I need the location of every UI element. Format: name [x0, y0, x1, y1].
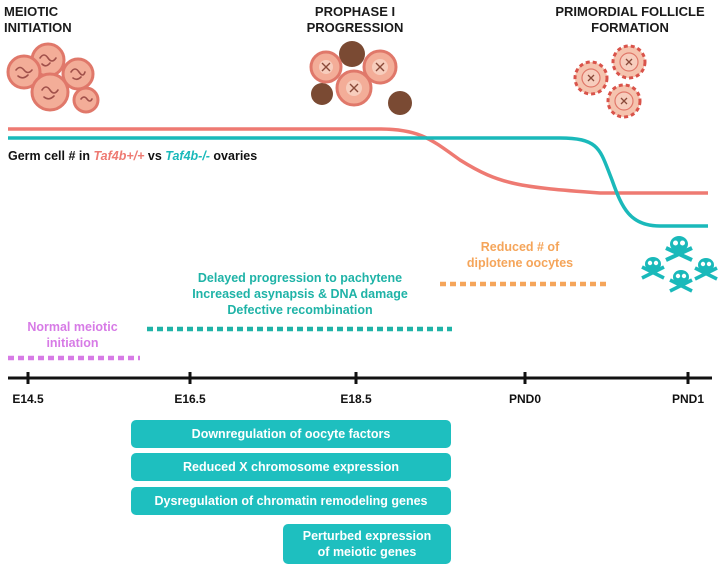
oocyte-cluster-icon: [309, 41, 412, 115]
box-meiotic-genes: Perturbed expression of meiotic genes: [283, 524, 451, 564]
box-x-chromosome: Reduced X chromosome expression: [131, 453, 451, 481]
tick-label-e18-5: E18.5: [340, 392, 372, 406]
germ-cell-legend: Germ cell # in Taf4b+/+ vs Taf4b-/- ovar…: [8, 149, 257, 163]
tick-label-e16-5: E16.5: [174, 392, 206, 406]
tick-label-pnd0: PND0: [508, 392, 542, 406]
legend-wt-genotype: Taf4b+/+: [93, 149, 145, 163]
wt-germ-cell-curve: [8, 127, 708, 195]
box-chromatin-remodeling: Dysregulation of chromatin remodeling ge…: [131, 487, 451, 515]
skull-crossbones-icon: [641, 236, 718, 293]
tick-label-pnd1: PND1: [671, 392, 705, 406]
legend-ko-genotype: Taf4b-/-: [165, 149, 210, 163]
stage-title-meiotic-initiation: MEIOTIC INITIATION: [4, 4, 72, 35]
germ-cell-cluster-icon: [6, 42, 100, 114]
ko-germ-cell-curve: [8, 136, 708, 228]
note-reduced-diplotene: Reduced # of diplotene oocytes: [466, 240, 574, 270]
legend-suffix: ovaries: [209, 149, 258, 163]
box-oocyte-factors: Downregulation of oocyte factors: [131, 420, 451, 448]
note-delayed-progression: Delayed progression to pachytene Increas…: [192, 271, 408, 317]
timeline-axis: [8, 372, 712, 384]
follicle-cluster-icon: [573, 44, 647, 119]
legend-prefix: Germ cell # in: [8, 149, 94, 163]
tick-label-e14-5: E14.5: [12, 392, 44, 406]
note-normal-initiation: Normal meiotic initiation: [27, 320, 118, 350]
stage-title-prophase-progression: PROPHASE I PROGRESSION: [306, 4, 404, 35]
legend-middle: vs: [144, 149, 166, 163]
stage-title-primordial-follicle: PRIMORDIAL FOLLICLE FORMATION: [555, 4, 705, 35]
